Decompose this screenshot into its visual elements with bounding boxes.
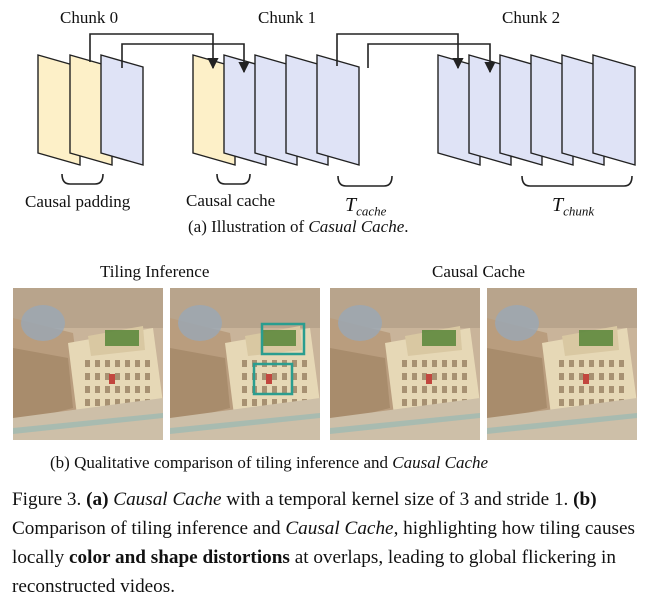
frame-chunk0-1 — [100, 54, 144, 166]
caption-b-emph: Causal Cache — [285, 518, 394, 539]
subcaption-a-suffix: . — [404, 217, 409, 236]
t-cache-label: Tcache — [345, 194, 386, 219]
tiling-panel-2 — [170, 288, 320, 440]
brace-causal-padding — [61, 173, 104, 185]
brace-causal-cache — [216, 173, 251, 185]
caption-b-text2: , highlighting how tiling causes locally — [12, 518, 635, 568]
header-tiling-inference: Tiling Inference — [100, 262, 210, 281]
aerial-photo — [13, 288, 163, 440]
arrow-chunk0-b — [121, 43, 250, 74]
causal-padding-label: Causal padding — [25, 192, 131, 211]
chunk-0-label: Chunk 0 — [60, 8, 119, 27]
subcaption-b: (b) Qualitative comparison of tiling inf… — [50, 453, 488, 473]
causal-cache-diagram — [37, 33, 636, 187]
arrow-chunk1-b — [367, 43, 496, 74]
t-chunk-sub: chunk — [563, 203, 595, 219]
t-chunk-base: T — [552, 194, 564, 216]
frames-group — [37, 54, 636, 166]
t-chunk-label: Tchunk — [552, 194, 594, 219]
causal-panel-1 — [330, 288, 480, 440]
subcaption-b-prefix: (b) Qualitative comparison of tiling inf… — [50, 453, 393, 472]
figure-label: Figure 3. — [12, 489, 82, 510]
figure-caption: Figure 3. (a) Causal Cache with a tempor… — [12, 485, 648, 601]
t-cache-base: T — [345, 194, 357, 216]
arrow-chunk0-a — [89, 33, 219, 70]
caption-b-text1: Comparison of tiling inference and — [12, 518, 286, 539]
aerial-photo — [170, 288, 320, 440]
caption-a-text: with a temporal kernel size of 3 and str… — [221, 489, 569, 510]
caption-b-text3: at overlaps, leading to global flickerin… — [12, 547, 616, 597]
causal-panel-2 — [487, 288, 637, 440]
brace-t-chunk — [521, 175, 633, 187]
subcaption-a: (a) Illustration of Casual Cache. — [188, 217, 409, 237]
aerial-photo — [330, 288, 480, 440]
aerial-photo — [487, 288, 637, 440]
caption-a-emph: Causal Cache — [113, 489, 222, 510]
caption-b-tag: (b) — [573, 489, 597, 510]
chunk-1-label: Chunk 1 — [258, 8, 317, 27]
distortion-box-roof — [260, 322, 306, 356]
brace-t-cache — [337, 175, 393, 187]
subcaption-a-prefix: (a) Illustration of — [188, 217, 309, 236]
header-causal-cache: Causal Cache — [432, 262, 525, 281]
distortion-box-facade — [252, 362, 294, 396]
causal-cache-label: Causal cache — [186, 191, 276, 210]
frame-chunk1-4 — [316, 54, 360, 166]
tiling-panel-1 — [13, 288, 163, 440]
chunk-2-label: Chunk 2 — [502, 8, 561, 27]
braces-group — [61, 173, 633, 187]
caption-b-bold: color and shape distortions — [69, 547, 290, 568]
frame-chunk2-4 — [592, 54, 636, 166]
subcaption-a-emph: Casual Cache — [308, 217, 405, 236]
t-cache-sub: cache — [356, 203, 387, 219]
caption-a-tag: (a) — [86, 489, 109, 510]
subcaption-b-emph: Causal Cache — [392, 453, 489, 472]
arrow-chunk1-a — [336, 33, 464, 70]
arrows-group — [89, 33, 496, 74]
